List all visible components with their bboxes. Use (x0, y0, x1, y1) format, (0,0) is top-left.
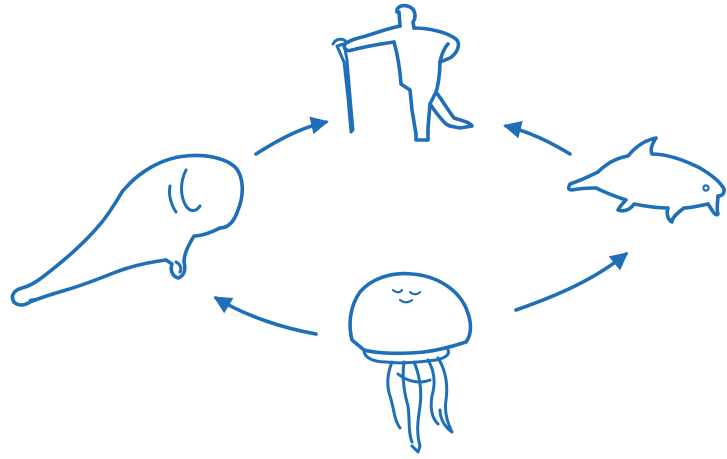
arrow-jellyfish-to-dolphin (516, 254, 626, 310)
arrow-seal-to-man (256, 122, 326, 154)
cycle-arrows (216, 122, 626, 334)
arrow-jellyfish-to-seal (216, 298, 316, 334)
jellyfish-icon (350, 274, 470, 452)
old-man-icon (333, 6, 472, 140)
dolphin-icon (569, 138, 724, 222)
arrow-dolphin-to-man (506, 126, 570, 154)
seal-icon (12, 156, 242, 306)
